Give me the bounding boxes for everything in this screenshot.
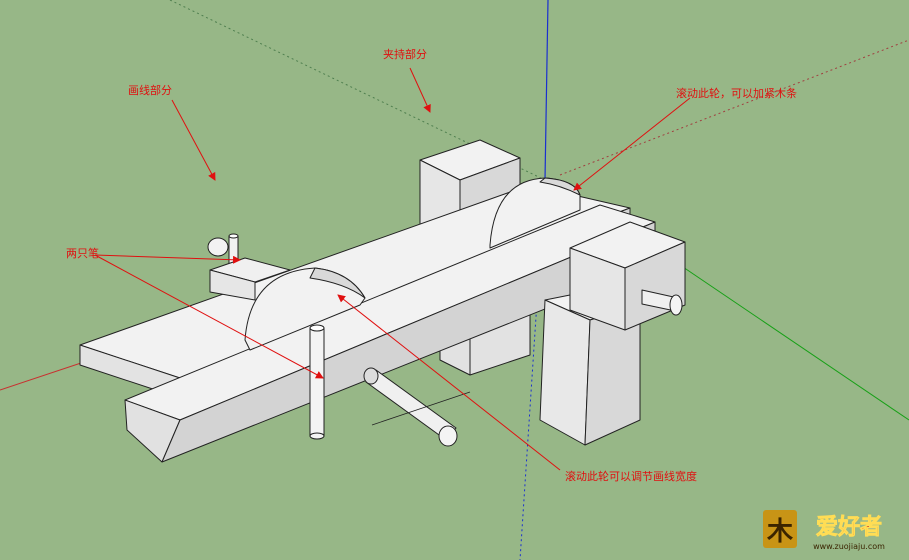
label-two-pens: 两只笔 <box>66 247 99 260</box>
svg-text:木: 木 <box>766 517 793 547</box>
arrow-width-wheel <box>337 294 561 471</box>
arrow-drawing-part <box>171 99 216 181</box>
label-drawing-part: 画线部分 <box>128 84 172 97</box>
right-rod <box>641 289 683 316</box>
arrow-pen-back <box>94 254 241 264</box>
front-beam <box>124 204 656 463</box>
svg-text:www.zuojiaju.com: www.zuojiaju.com <box>813 542 885 551</box>
label-clamping-part: 夹持部分 <box>383 48 427 61</box>
site-watermark-logo: 木 爱好者 www.zuojiaju.com <box>763 510 885 551</box>
blue-axis <box>544 0 549 181</box>
front-pen <box>309 324 325 440</box>
arrow-pen-front <box>94 254 324 379</box>
blue-axis-dotted <box>519 179 546 560</box>
back-wheel <box>489 177 581 249</box>
green-axis <box>679 264 909 421</box>
red-axis <box>0 359 91 391</box>
front-rod <box>363 367 471 447</box>
annotation-arrows <box>94 67 691 471</box>
red-axis-dotted <box>559 39 909 176</box>
arrow-clamping-part <box>409 67 431 113</box>
arrow-tighten-wheel <box>573 97 691 191</box>
label-tighten-wheel: 滚动此轮，可以加紧木条 <box>676 87 797 100</box>
svg-text:爱好者: 爱好者 <box>816 514 882 540</box>
label-width-wheel: 滚动此轮可以调节画线宽度 <box>565 470 697 483</box>
right-tower <box>539 289 641 446</box>
marking-gauge-model[interactable] <box>79 139 686 463</box>
front-wheel <box>244 267 366 351</box>
